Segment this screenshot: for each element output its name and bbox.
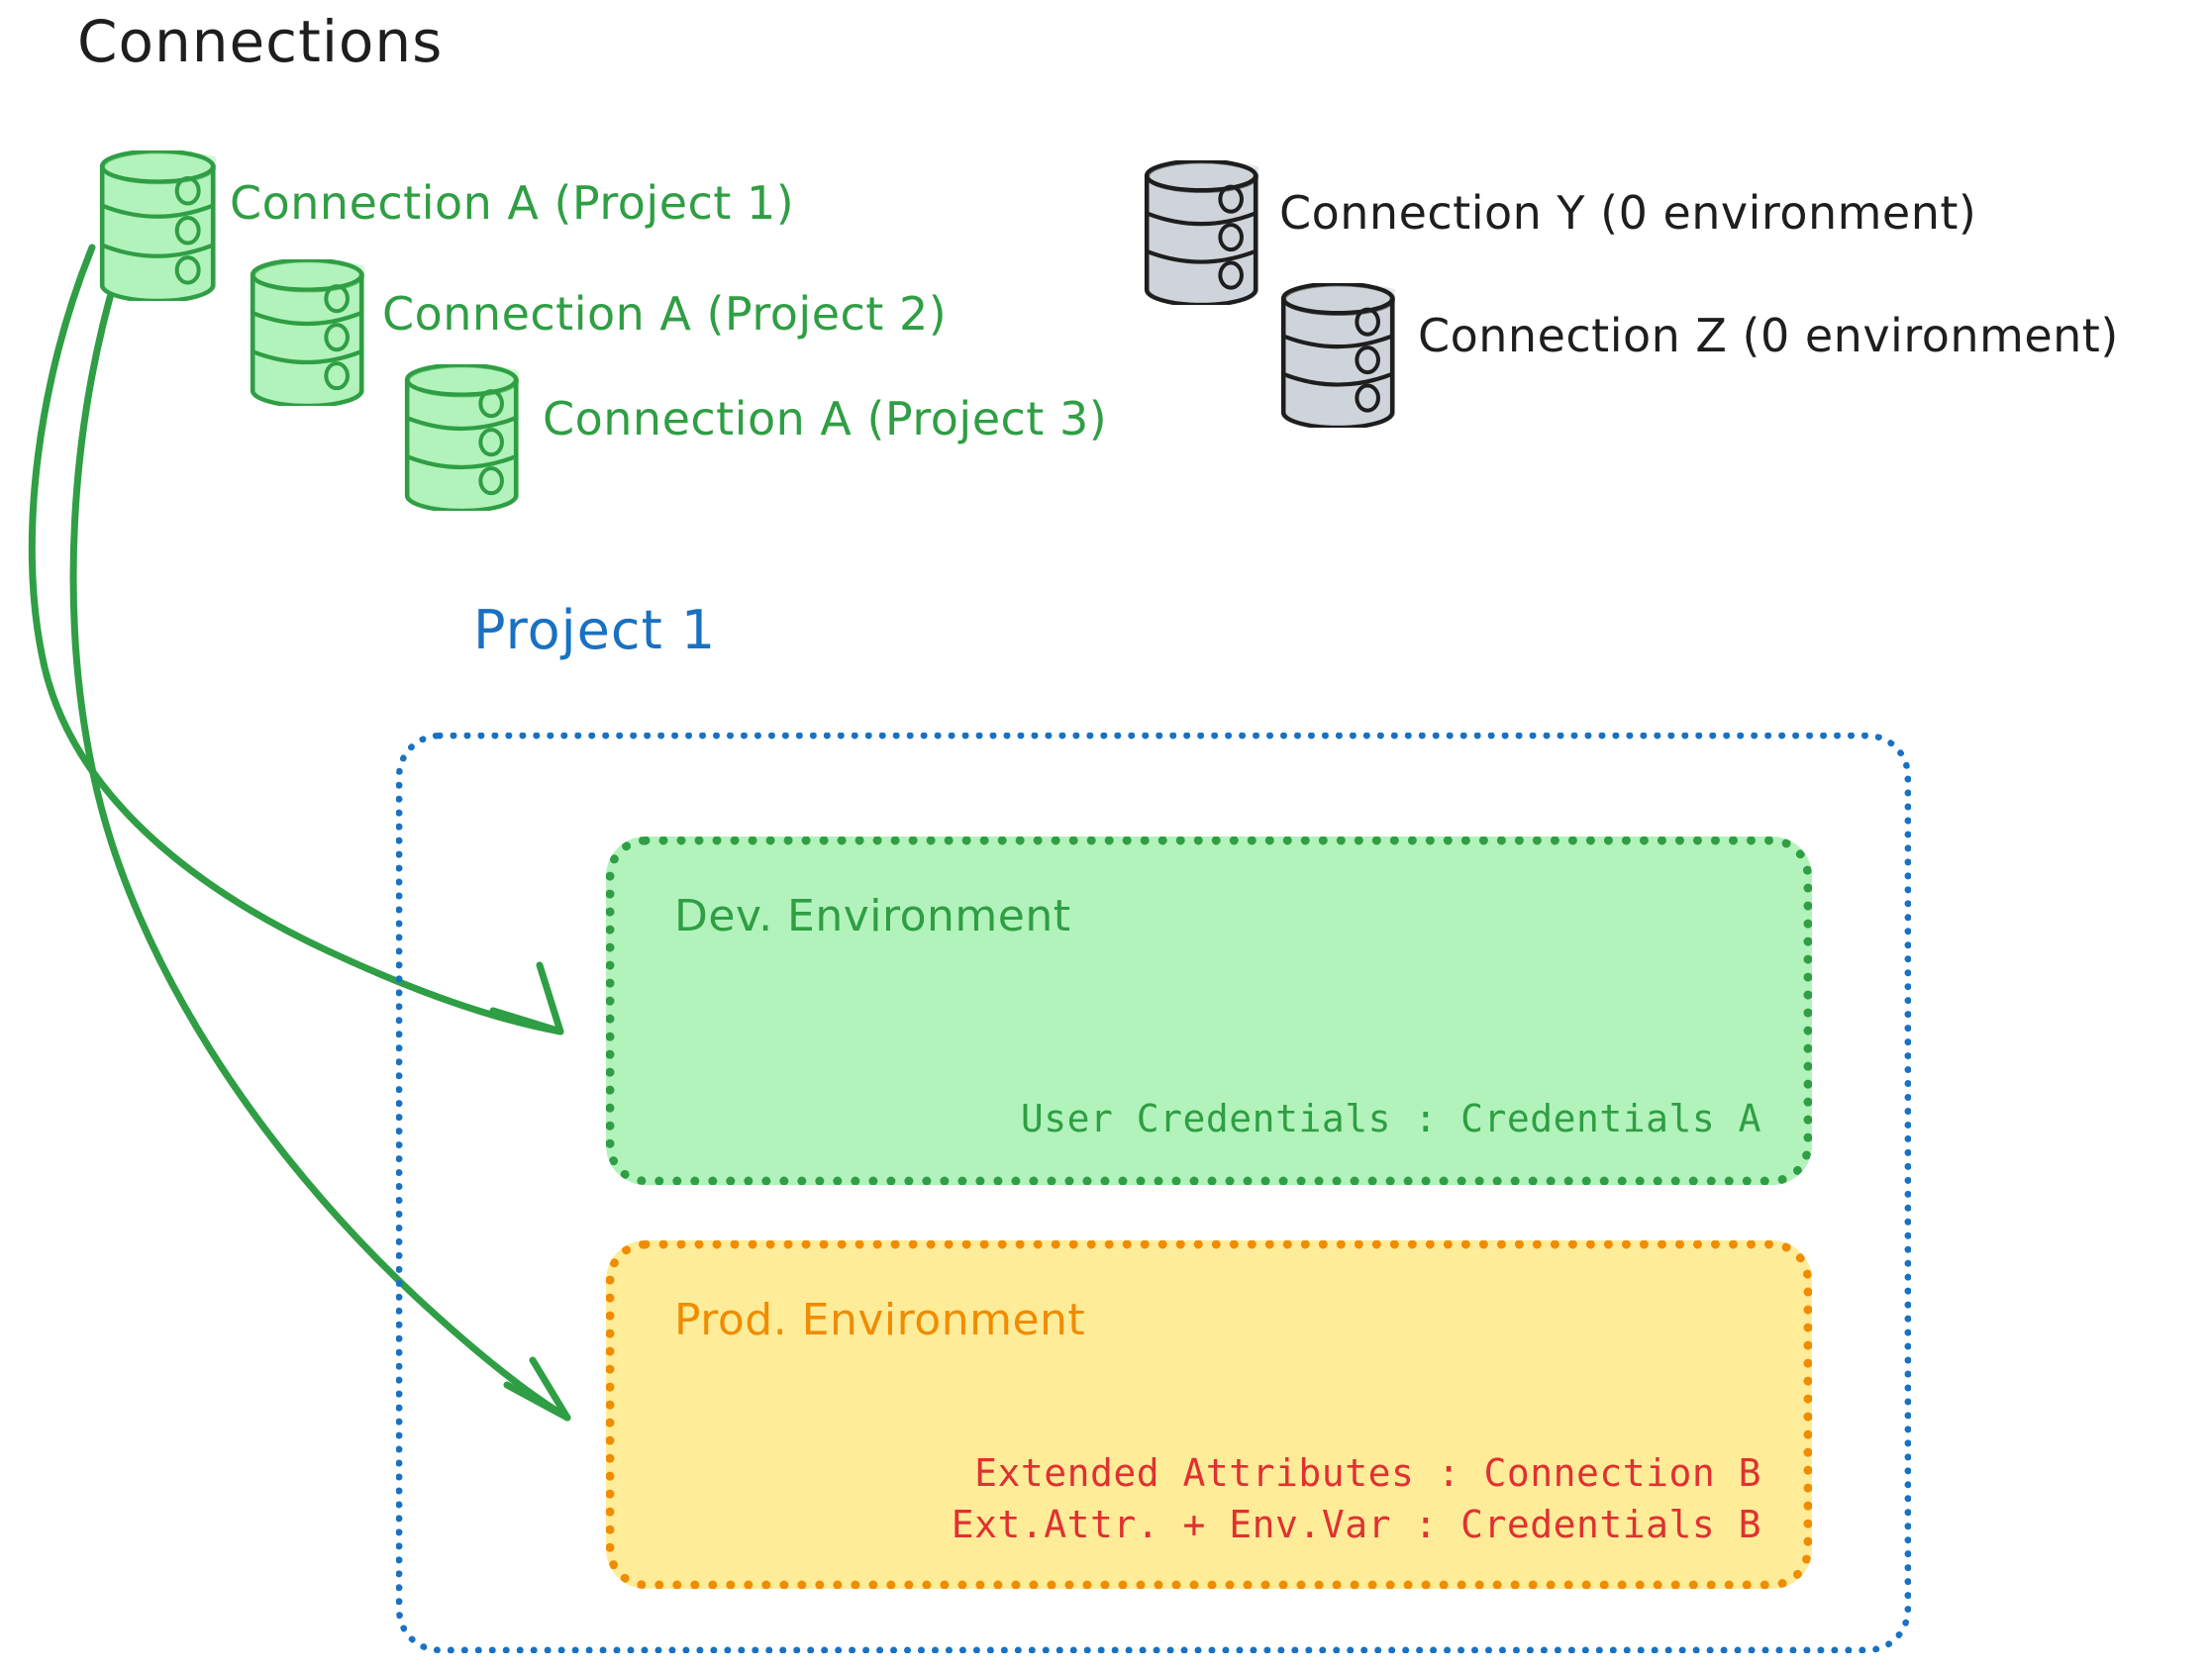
database-icon: [99, 148, 217, 305]
environment-prod-entry-0: Extended Attributes : Connection B: [974, 1451, 1761, 1496]
project-container: [396, 733, 1911, 1653]
environment-dev-entry-0: User Credentials : Credentials A: [1020, 1097, 1761, 1140]
database-icon: [404, 362, 520, 515]
environment-prod-entry-1: Ext.Attr. + Env.Var : Credentials B: [951, 1502, 1761, 1546]
connection-label: Connection Z (0 environment): [1418, 309, 2119, 362]
database-icon: [1280, 281, 1396, 432]
arrow-to-dev-environment: [28, 244, 564, 1035]
environment-prod-title: Prod. Environment: [674, 1295, 1086, 1345]
environment-dev: Dev. Environment User Credentials : Cred…: [606, 837, 1812, 1185]
project-title: Project 1: [473, 599, 717, 661]
database-icon: [250, 257, 365, 410]
environment-dev-title: Dev. Environment: [674, 891, 1071, 941]
connection-label: Connection A (Project 3): [543, 392, 1108, 445]
environment-prod: Prod. Environment Extended Attributes : …: [606, 1240, 1812, 1589]
environment-prod-entries: Extended Attributes : Connection B Ext.A…: [952, 1448, 1761, 1550]
connection-label: Connection A (Project 2): [382, 287, 948, 341]
connection-label: Connection A (Project 1): [230, 176, 795, 230]
page-title: Connections: [77, 8, 444, 75]
database-icon: [1144, 158, 1259, 309]
arrow-to-prod-environment: [69, 269, 571, 1422]
connection-label: Connection Y (0 environment): [1279, 186, 1977, 240]
